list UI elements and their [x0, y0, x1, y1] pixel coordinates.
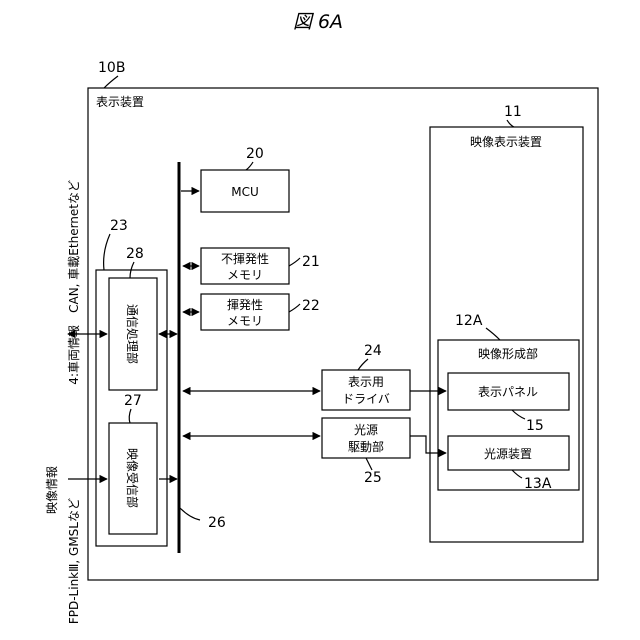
fpd-label: FPD-LinkⅢ, GMSLなど	[67, 498, 81, 624]
light-source-driver-line1: 光源	[354, 423, 378, 437]
communication-group-ref: 23	[110, 218, 128, 234]
figure-title: 図 6A	[293, 11, 343, 33]
display-driver-line1: 表示用	[348, 375, 384, 389]
video-receiver-ref: 27	[124, 393, 142, 409]
video-receiver-name: 映像受信部	[125, 448, 140, 508]
video-display-unit-name: 映像表示装置	[470, 135, 542, 149]
comm-processing-name: 通信処理部	[125, 304, 140, 364]
display-driver-line2: ドライバ	[342, 392, 390, 406]
image-forming-unit-name: 映像形成部	[478, 346, 538, 361]
volatile-memory-line1: 揮発性	[227, 298, 263, 312]
light-source-driver-ref: 25	[364, 470, 382, 486]
nonvolatile-memory-line2: メモリ	[227, 268, 263, 282]
nonvolatile-memory-line1: 不揮発性	[221, 252, 269, 266]
comm-processing-ref: 28	[126, 246, 144, 262]
video-info-label: 映像情報	[45, 466, 59, 514]
mcu-ref: 20	[246, 146, 264, 162]
video-display-unit-ref: 11	[504, 104, 522, 120]
nonvolatile-memory-ref: 21	[302, 254, 320, 270]
light-source-device-ref: 13A	[524, 476, 552, 492]
display-driver-ref: 24	[364, 343, 382, 359]
display-device-name: 表示装置	[96, 95, 144, 109]
display-panel-ref: 15	[526, 418, 544, 434]
image-forming-unit-ref: 12A	[455, 313, 483, 329]
volatile-memory-line2: メモリ	[227, 314, 263, 328]
display-panel-name: 表示パネル	[478, 385, 538, 399]
can-label: CAN, 車載Ethernetなど	[67, 180, 81, 313]
display-device-ref: 10B	[98, 60, 125, 76]
leader-10b	[104, 76, 118, 88]
vehicle-info-label: 4:車両情報	[67, 325, 81, 385]
volatile-memory-ref: 22	[302, 298, 320, 314]
light-source-device-name: 光源装置	[484, 447, 532, 461]
light-source-driver-line2: 駆動部	[348, 439, 384, 454]
mcu-name: MCU	[231, 185, 259, 199]
system-bus-ref: 26	[208, 515, 226, 531]
